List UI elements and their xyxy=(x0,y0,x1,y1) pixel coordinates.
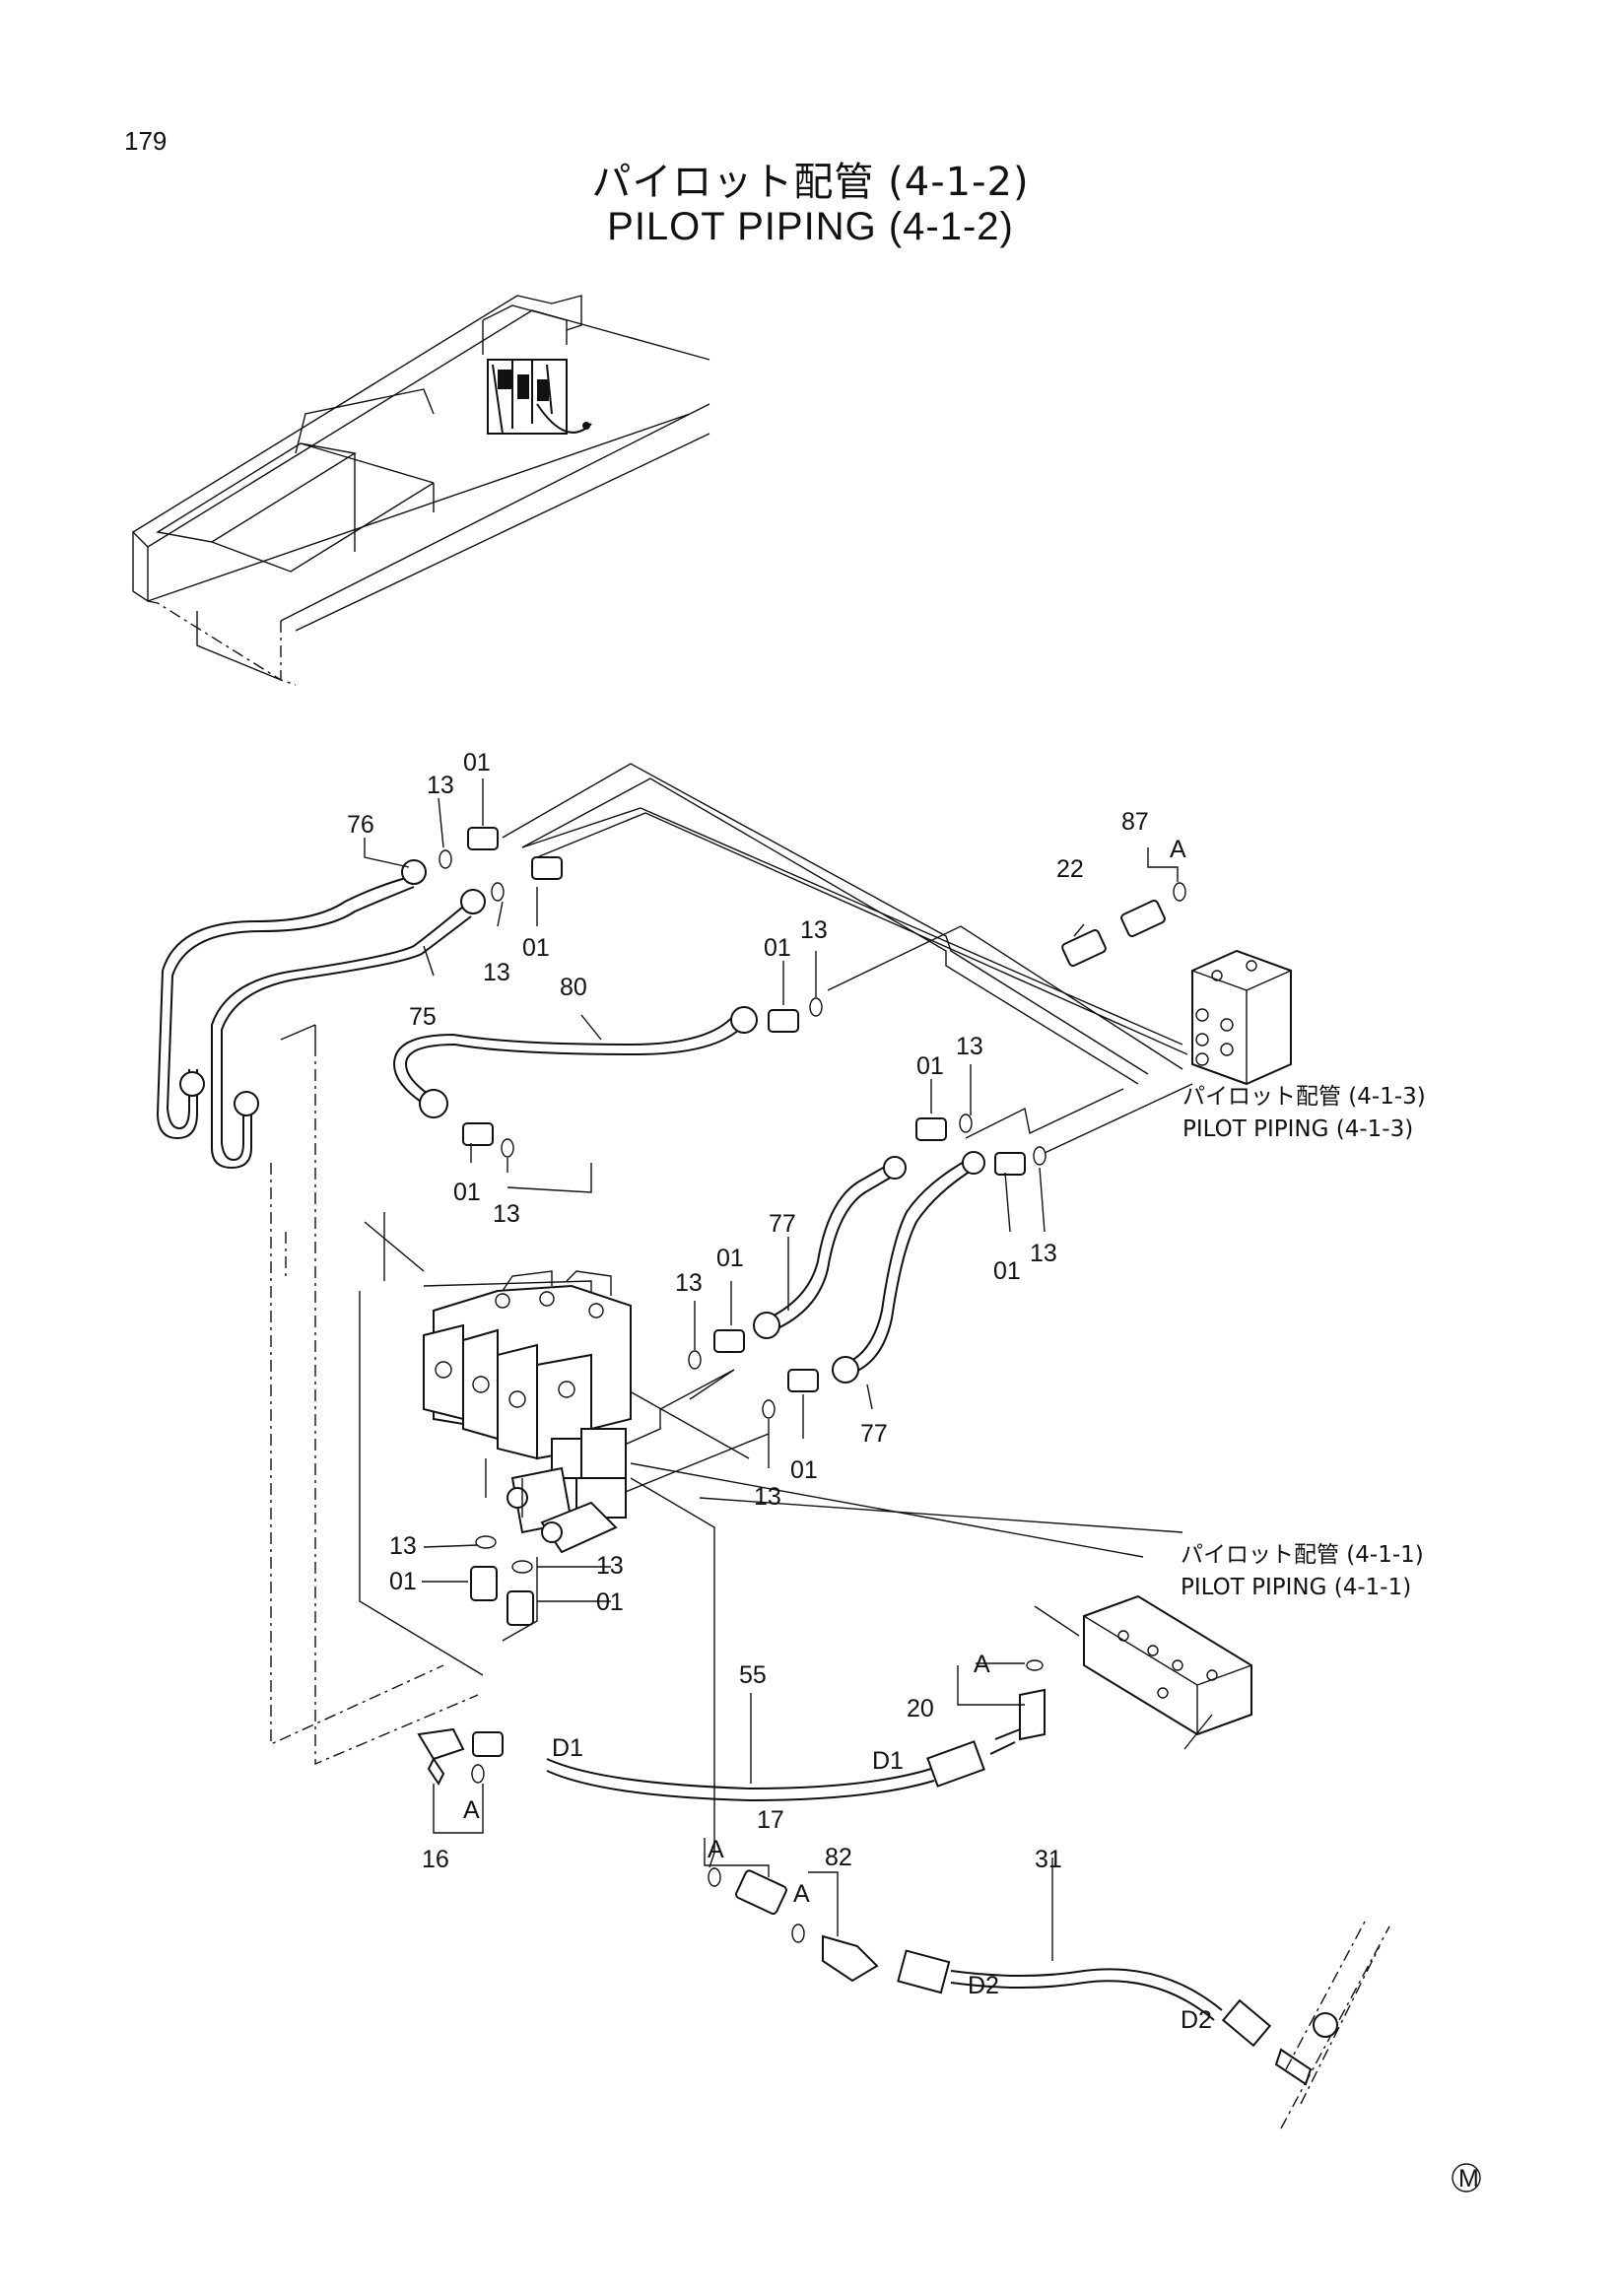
callout-82: 82 xyxy=(825,1844,852,1871)
fittings xyxy=(401,827,1186,1983)
page-title-english: PILOT PIPING (4-1-2) xyxy=(607,205,1014,248)
valve-block-upper xyxy=(1191,949,1292,1086)
callout-13: 13 xyxy=(675,1269,703,1297)
leader-lines xyxy=(364,778,1213,1961)
cross-references: パイロット配管 (4-1-3) PILOT PIPING (4-1-3) パイロ… xyxy=(1181,1084,1426,1600)
callout-75: 75 xyxy=(409,1003,437,1031)
valve-block-lower xyxy=(1083,1594,1252,1736)
page-title-japanese: パイロット配管 (4-1-2) xyxy=(591,160,1030,205)
callout-d2: D2 xyxy=(1181,2006,1212,2034)
model-mark-letter: M xyxy=(1458,2165,1479,2193)
callout-55: 55 xyxy=(739,1661,767,1689)
callout-16: 16 xyxy=(422,1846,449,1873)
callout-20: 20 xyxy=(907,1695,934,1722)
callout-d2: D2 xyxy=(968,1972,999,1999)
callout-13: 13 xyxy=(956,1033,983,1060)
frame-overview-sketch xyxy=(132,295,710,686)
callout-76: 76 xyxy=(347,811,374,839)
reference-4-1-1-jp: パイロット配管 (4-1-1) xyxy=(1181,1542,1424,1568)
callout-77: 77 xyxy=(860,1420,888,1448)
callout-01: 01 xyxy=(522,934,550,962)
page-number: 179 xyxy=(124,126,168,156)
callout-01: 01 xyxy=(790,1456,818,1484)
callout-13: 13 xyxy=(493,1200,520,1228)
callout-13: 13 xyxy=(427,772,454,799)
callout-d1: D1 xyxy=(872,1747,904,1775)
callout-01: 01 xyxy=(453,1179,481,1206)
reference-4-1-3-en: PILOT PIPING (4-1-3) xyxy=(1182,1116,1413,1142)
callout-01: 01 xyxy=(389,1568,417,1595)
model-mark: M xyxy=(1452,2163,1481,2193)
callouts: 76 13 01 75 13 01 80 01 13 01 13 01 13 0… xyxy=(347,749,1212,2034)
callout-d1: D1 xyxy=(552,1734,583,1762)
callout-77: 77 xyxy=(769,1210,796,1238)
pilot-valve-assembly xyxy=(423,1270,632,1554)
callout-13: 13 xyxy=(483,959,510,986)
callout-87: 87 xyxy=(1121,808,1149,836)
reference-4-1-3-jp: パイロット配管 (4-1-3) xyxy=(1182,1084,1426,1110)
callout-a: A xyxy=(793,1880,810,1908)
callout-01: 01 xyxy=(764,934,791,962)
callout-80: 80 xyxy=(560,974,587,1001)
callout-22: 22 xyxy=(1056,855,1084,883)
callout-01: 01 xyxy=(916,1052,944,1080)
callout-13: 13 xyxy=(800,916,828,944)
callout-17: 17 xyxy=(757,1806,784,1834)
callout-a: A xyxy=(974,1651,990,1678)
pipe-routing xyxy=(156,763,1390,2129)
callout-13: 13 xyxy=(389,1532,417,1560)
callout-01: 01 xyxy=(716,1245,744,1272)
callout-31: 31 xyxy=(1035,1846,1062,1873)
callout-a: A xyxy=(708,1836,724,1863)
callout-01: 01 xyxy=(463,749,491,777)
callout-a: A xyxy=(1170,836,1186,863)
callout-01: 01 xyxy=(596,1588,624,1616)
callout-13: 13 xyxy=(754,1483,781,1511)
callout-13: 13 xyxy=(1030,1240,1057,1267)
callout-13: 13 xyxy=(596,1552,624,1580)
callout-01: 01 xyxy=(993,1257,1021,1285)
callout-a: A xyxy=(463,1796,480,1824)
reference-4-1-1-en: PILOT PIPING (4-1-1) xyxy=(1181,1575,1411,1600)
